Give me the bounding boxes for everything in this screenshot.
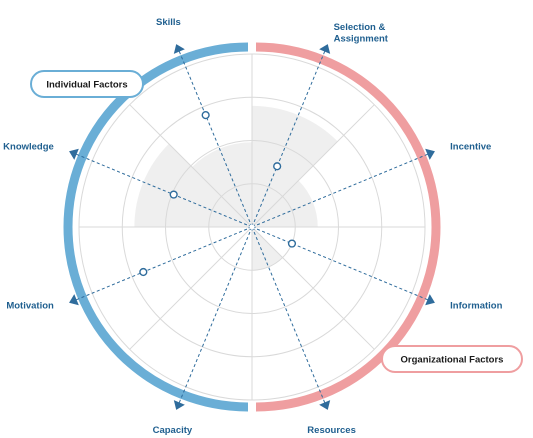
sector-selection-and-assignment xyxy=(252,180,318,227)
axis-capacity xyxy=(176,226,253,409)
label-knowledge: Knowledge xyxy=(3,141,54,152)
axis-labels: Skills Selection &AssignmentIncentiveInfo… xyxy=(3,17,502,436)
organizational-factors-label: Organizational Factors xyxy=(401,355,504,366)
marker-information xyxy=(287,239,297,248)
axis-information xyxy=(251,226,434,303)
value-sectors xyxy=(134,105,338,271)
individual-factors-label: Individual Factors xyxy=(46,80,127,91)
arrowhead-icon xyxy=(319,44,331,54)
sector-motivation xyxy=(134,143,252,227)
label-information: Information xyxy=(450,301,502,312)
arrowhead-icon xyxy=(173,44,185,54)
marker-knowledge xyxy=(169,190,178,199)
sector-information xyxy=(252,227,283,271)
grid-spoke xyxy=(251,226,375,350)
arrowhead-icon xyxy=(425,148,435,160)
group-arcs xyxy=(63,42,441,412)
label-incentive: Incentive xyxy=(450,141,491,152)
label-capacity: Capacity xyxy=(153,425,193,436)
arrowhead-icon xyxy=(319,400,331,410)
marker-skills xyxy=(201,111,210,120)
axis-resources xyxy=(251,226,328,409)
sector-knowledge xyxy=(192,142,252,227)
label-motivation: Motivation xyxy=(6,301,54,312)
arrowhead-icon xyxy=(425,294,435,306)
marker-selection-and-assignment xyxy=(273,162,282,171)
label-skills: Skills xyxy=(156,17,181,28)
arrowhead-icon xyxy=(69,294,79,306)
grid-spoke xyxy=(129,104,253,228)
individual-factors-arc xyxy=(63,42,249,412)
label-selection-and-assignment: Selection &Assignment xyxy=(334,22,389,44)
marker-motivation xyxy=(139,267,148,277)
label-resources: Resources xyxy=(307,425,356,436)
axis-motivation xyxy=(70,226,253,303)
arrowhead-icon xyxy=(173,400,185,410)
grid-spoke xyxy=(129,226,253,350)
individual-factors-box-outline xyxy=(30,70,144,98)
center-icon xyxy=(248,223,256,231)
value-markers xyxy=(139,111,297,277)
organizational-factors-box-outline xyxy=(381,345,523,373)
individual-factors-box: Individual Factors xyxy=(30,70,144,98)
grid-spoke xyxy=(251,104,375,228)
grid xyxy=(78,53,426,401)
organizational-factors-box: Organizational Factors xyxy=(381,345,523,373)
axes xyxy=(69,44,435,410)
organizational-factors-arc xyxy=(255,42,441,412)
sector-skills xyxy=(252,105,338,227)
arrowhead-icon xyxy=(69,148,79,160)
